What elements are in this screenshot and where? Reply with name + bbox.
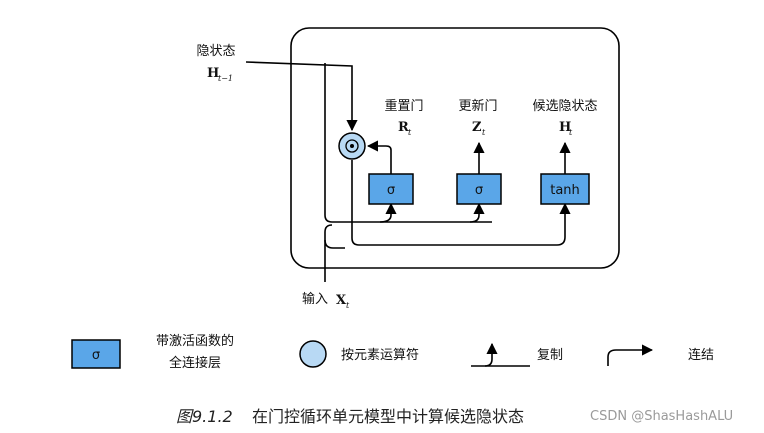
update-gate-subscript: t — [482, 128, 486, 137]
reset-to-mult-wire — [366, 140, 392, 174]
candidate-state-symbol: H — [559, 120, 571, 135]
candidate-activation: tanh — [550, 183, 580, 198]
legend-fc-symbol: σ — [92, 348, 100, 363]
input-subscript: t — [346, 301, 350, 310]
cell-frame — [290, 27, 620, 269]
update-gate-label: 更新门 — [458, 98, 497, 114]
legend-copy-label: 复制 — [537, 348, 563, 363]
mult-to-tanh-wire — [351, 160, 571, 246]
hidden-state-symbol: H — [207, 66, 219, 81]
watermark: CSDN @ShasHashALU — [590, 409, 733, 424]
legend-fc-box — [71, 339, 121, 369]
legend-concat-icon — [607, 344, 654, 366]
hidden-copy-wire — [324, 63, 492, 223]
reset-gate-symbol: R — [398, 120, 409, 135]
legend-pointwise-circle — [299, 340, 327, 368]
input-to-tanh-wire — [324, 239, 345, 249]
legend-pointwise-label: 按元素运算符 — [341, 347, 419, 363]
caption-text: 在门控循环单元模型中计算候选隐状态 — [252, 407, 524, 426]
hidden-state-subscript: t−1 — [218, 74, 233, 83]
legend-copy-icon — [471, 342, 498, 367]
legend-concat-label: 连结 — [688, 347, 714, 363]
hidden-state-label: 隐状态 — [196, 44, 235, 59]
pointwise-multiply-node — [338, 132, 366, 160]
reset-gate-box: σ — [368, 173, 414, 205]
reset-gate-subscript: t — [408, 128, 412, 137]
reset-gate-label: 重置门 — [384, 98, 423, 114]
legend-fc-label-1: 带激活函数的 — [156, 333, 234, 349]
input-wire — [324, 224, 333, 282]
caption-fig-number: 图9.1.2 — [176, 407, 233, 426]
concat-to-reset-wire — [379, 202, 397, 223]
update-gate-symbol: Z — [472, 120, 482, 135]
candidate-state-label: 候选隐状态 — [532, 99, 597, 114]
hidden-state-wire — [245, 61, 358, 132]
concat-to-update-wire — [469, 202, 485, 223]
legend: σ 带激活函数的 全连接层 按元素运算符 复制 连结 — [71, 333, 714, 371]
reset-gate-activation: σ — [387, 183, 395, 198]
candidate-tanh-box: tanh — [540, 173, 590, 205]
update-gate-activation: σ — [475, 183, 483, 198]
input-symbol: X — [336, 293, 347, 308]
legend-fc-label-2: 全连接层 — [169, 355, 221, 371]
input-label: 输入 — [302, 291, 328, 307]
figure-caption: 图9.1.2 在门控循环单元模型中计算候选隐状态 — [176, 407, 524, 426]
candidate-state-subscript: t — [569, 128, 573, 137]
update-gate-box: σ — [456, 173, 502, 205]
